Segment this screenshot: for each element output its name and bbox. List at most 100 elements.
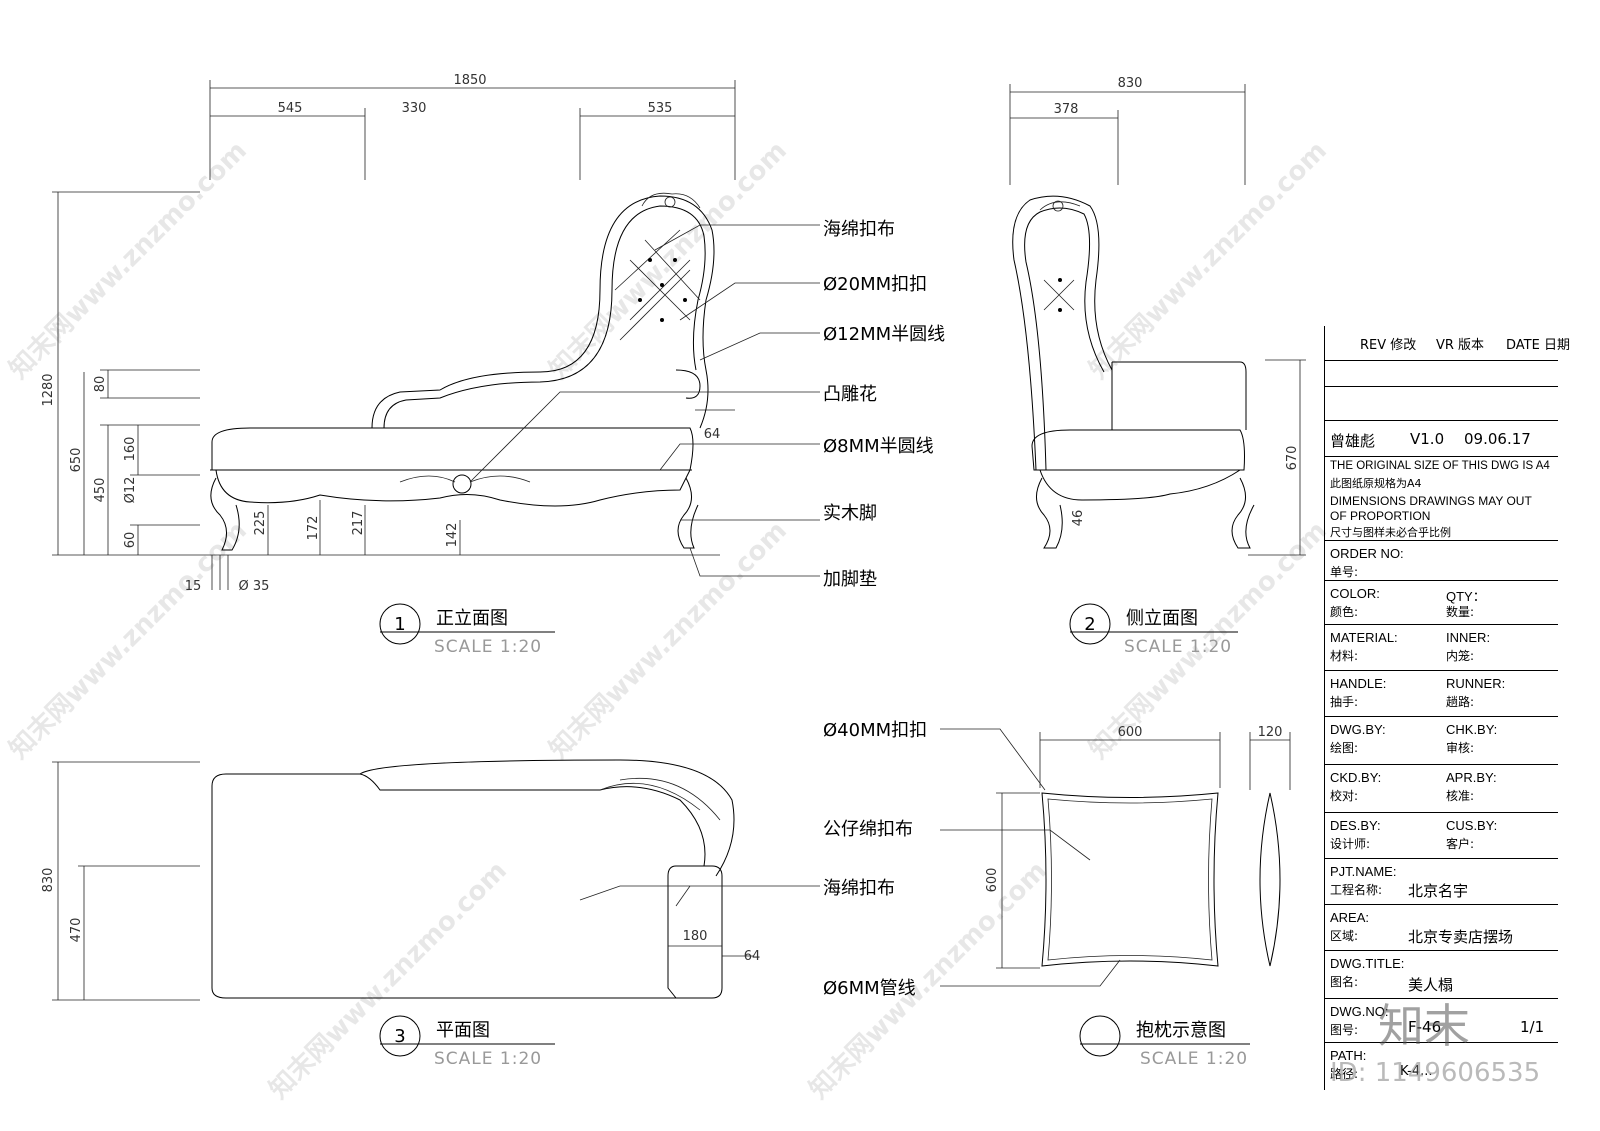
- tb-cus-by: CUS.BY:: [1446, 818, 1498, 833]
- dim-plan-180: 180: [683, 929, 708, 944]
- tb-inner-zh: 内笼:: [1446, 649, 1475, 663]
- tb-pjt-name: PJT.NAME:: [1330, 864, 1397, 879]
- tb-runner-zh: 趟路:: [1446, 695, 1475, 709]
- tb-designer-name: 曾雄彪: [1330, 432, 1376, 450]
- dim-64: 64: [704, 427, 721, 442]
- tb-qty: QTY：: [1446, 589, 1486, 604]
- dim-160: 160: [123, 437, 138, 462]
- tb-path: PATH:: [1330, 1048, 1367, 1063]
- tb-rev: REV 修改: [1360, 338, 1417, 353]
- view-scale: SCALE 1:20: [434, 1049, 542, 1069]
- watermark-text: 知末网www.znzmo.com: [4, 136, 253, 385]
- dim-450: 450: [93, 478, 108, 503]
- tb-runner: RUNNER:: [1446, 676, 1506, 691]
- tb-vr: VR 版本: [1436, 338, 1485, 353]
- view-scale: SCALE 1:20: [434, 637, 542, 657]
- tb-ckd-by: CKD.BY:: [1330, 770, 1382, 785]
- watermark-text: 知末网www.znzmo.com: [4, 516, 253, 765]
- view-title: 正立面图: [436, 608, 508, 629]
- view-title: 平面图: [436, 1020, 490, 1041]
- tb-material-zh: 材料:: [1330, 649, 1359, 663]
- watermark-text: 知末网www.znzmo.com: [544, 516, 793, 765]
- tb-dwg-by: DWG.BY:: [1330, 722, 1386, 737]
- view-title: 侧立面图: [1126, 608, 1198, 629]
- tb-material: MATERIAL:: [1330, 630, 1398, 645]
- tb-dwg-no: DWG.NO:: [1330, 1004, 1389, 1019]
- dim-830: 830: [1118, 76, 1143, 91]
- dim-80: 80: [93, 376, 108, 393]
- tb-area: AREA:: [1330, 910, 1370, 925]
- tb-date-value: 09.06.17: [1464, 430, 1531, 448]
- dim-pillow-600w: 600: [1118, 725, 1143, 740]
- tb-path-zh: 路径:: [1330, 1067, 1359, 1081]
- tb-order-no: ORDER NO:: [1330, 546, 1404, 561]
- dim-60: 60: [123, 532, 138, 549]
- callout-half-round-12: Ø12MM半圆线: [823, 324, 945, 345]
- view-number: 3: [394, 1026, 405, 1047]
- tb-area-zh: 区域:: [1330, 929, 1359, 943]
- tb-ckd-by-zh: 校对:: [1330, 789, 1359, 803]
- tb-area-value: 北京专卖店摆场: [1408, 928, 1514, 946]
- watermark-text: 知末网www.znzmo.com: [544, 136, 793, 385]
- dim-15: 15: [185, 579, 202, 594]
- pillow-view: 600 120 600 Ø40MM扣扣 公仔绵扣布 Ø6MM管线 抱枕示意图 S…: [823, 720, 1291, 1069]
- tb-inner: INNER:: [1446, 630, 1491, 645]
- callout-doll-cotton: 公仔绵扣布: [823, 819, 913, 840]
- front-elevation-view: 1850 545 330 535 1280 650 80 160 450 Ø12…: [41, 73, 945, 657]
- tb-chk-by-zh: 审核:: [1446, 741, 1475, 755]
- tb-dwg-title-zh: 图名:: [1330, 975, 1359, 989]
- dim-535: 535: [648, 101, 673, 116]
- dim-1850: 1850: [453, 73, 486, 88]
- tb-note4: OF PROPORTION: [1330, 509, 1431, 523]
- dim-plan-64: 64: [744, 949, 761, 964]
- tb-sheet: 1/1: [1520, 1018, 1545, 1036]
- title-block: REV 修改 VR 版本 DATE 日期 曾雄彪 V1.0 09.06.17 T…: [1324, 326, 1570, 1126]
- plan-view: 830 470 180 64 海绵扣布 3 平面图 SCALE 1:20: [41, 759, 895, 1069]
- tb-color: COLOR:: [1330, 586, 1380, 601]
- dim-545: 545: [278, 101, 303, 116]
- tb-dwg-title-value: 美人榻: [1408, 976, 1454, 994]
- dim-225: 225: [253, 511, 268, 536]
- view-title-1: 1 正立面图 SCALE 1:20: [379, 603, 555, 657]
- dim-plan-830: 830: [41, 868, 56, 893]
- tb-qty-zh: 数量:: [1446, 605, 1475, 619]
- view-title-4: 抱枕示意图 SCALE 1:20: [1079, 1015, 1250, 1069]
- tb-note1: THE ORIGINAL SIZE OF THIS DWG IS A4: [1330, 460, 1550, 472]
- view-scale: SCALE 1:20: [1140, 1049, 1248, 1069]
- tb-apr-by-zh: 核准:: [1446, 789, 1475, 803]
- watermark-image-id: ID: 1149606535: [1330, 1058, 1541, 1088]
- callout-foot-pad: 加脚垫: [823, 569, 877, 590]
- tb-path-value: K-4...: [1400, 1064, 1433, 1079]
- dim-378: 378: [1054, 102, 1079, 117]
- tb-des-by: DES.BY:: [1330, 818, 1381, 833]
- dim-330: 330: [402, 101, 427, 116]
- callout-sponge-fabric: 海绵扣布: [823, 219, 895, 240]
- dim-172: 172: [306, 516, 321, 541]
- dim-142: 142: [445, 523, 460, 548]
- tb-version: V1.0: [1410, 430, 1445, 448]
- dim-pillow-120: 120: [1258, 725, 1283, 740]
- view-number: 1: [394, 614, 405, 635]
- tb-pjt-value: 北京名宇: [1408, 882, 1469, 900]
- tb-dwg-no-value: F-46: [1408, 1018, 1442, 1036]
- tb-chk-by: CHK.BY:: [1446, 722, 1498, 737]
- view-scale: SCALE 1:20: [1124, 637, 1232, 657]
- view-title: 抱枕示意图: [1136, 1020, 1226, 1041]
- callout-button-40: Ø40MM扣扣: [823, 720, 927, 741]
- view-title-3: 3 平面图 SCALE 1:20: [379, 1015, 555, 1069]
- dim-46: 46: [1071, 510, 1086, 527]
- tb-note5: 尺寸与图样未必合乎比例: [1330, 526, 1451, 539]
- tb-note3: DIMENSIONS DRAWINGS MAY OUT: [1330, 494, 1532, 508]
- tb-dwg-title: DWG.TITLE:: [1330, 956, 1405, 971]
- dim-35: Ø 35: [239, 579, 270, 594]
- tb-date: DATE 日期: [1506, 338, 1570, 353]
- dim-1280: 1280: [41, 373, 56, 406]
- tb-note2: 此图纸原规格为A4: [1330, 477, 1422, 490]
- view-number: 2: [1084, 614, 1095, 635]
- callout-button-20: Ø20MM扣扣: [823, 274, 927, 295]
- callout-solid-wood-leg: 实木脚: [823, 503, 877, 524]
- side-elevation-view: 830 378 670 46 2 侧立面图 SCALE 1:20: [1009, 76, 1306, 657]
- watermark-text: 知末网www.znzmo.com: [1084, 136, 1333, 385]
- dim-plan-470: 470: [69, 918, 84, 943]
